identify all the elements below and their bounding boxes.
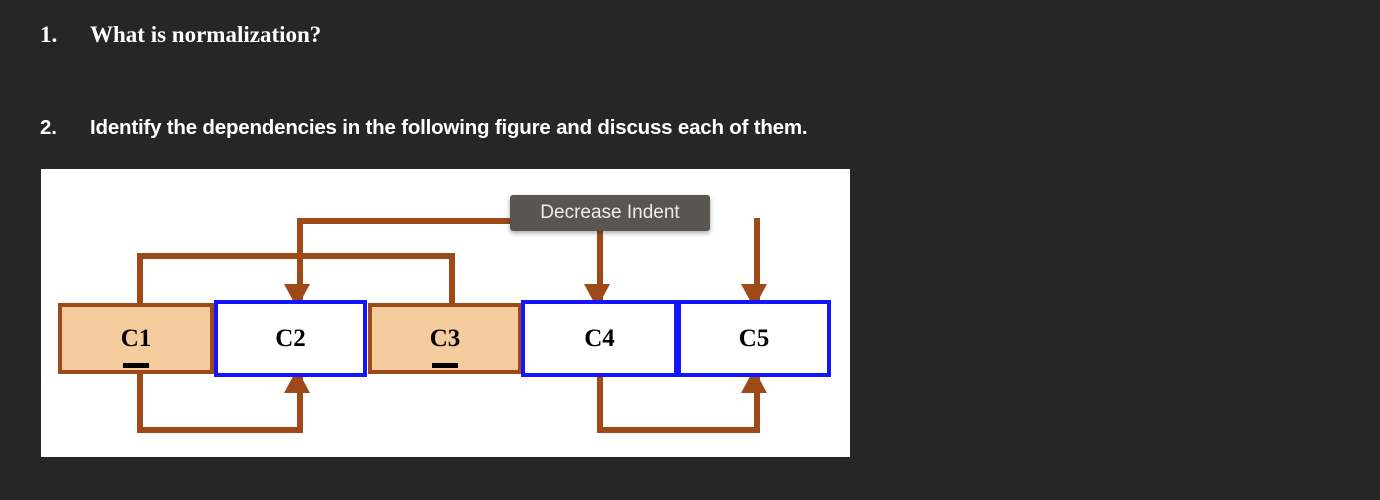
question-text: What is normalization? <box>90 22 322 47</box>
column-box-c2[interactable]: C2 <box>214 300 367 377</box>
connector-c3-riser <box>449 253 455 307</box>
connector-c4-to-c2-vertical <box>297 218 303 308</box>
column-label-c2: C2 <box>275 325 306 352</box>
column-label-c1: C1 <box>120 325 152 368</box>
tooltip-label: Decrease Indent <box>540 202 680 223</box>
connector-c4-to-c2-top-rail <box>297 218 647 224</box>
connector-c1-c3-rail <box>137 253 455 259</box>
connector-into-c4-vertical <box>597 218 603 308</box>
question-number: 2. <box>40 116 57 139</box>
connector-c5-up <box>754 367 760 431</box>
connector-c1-down <box>137 374 143 433</box>
column-box-c5[interactable]: C5 <box>677 300 831 377</box>
question-text: Identify the dependencies in the followi… <box>90 116 808 139</box>
connector-into-c5-vertical <box>754 218 760 308</box>
connector-c1-to-c2-bottom-rail <box>137 427 303 433</box>
column-label-c5: C5 <box>738 325 770 352</box>
column-label-c3: C3 <box>429 325 461 368</box>
column-label-c4: C4 <box>584 325 615 352</box>
dependency-figure: C1 C2 C3 C4 C5 Decrease Indent <box>41 169 850 457</box>
connector-c4-down <box>597 374 603 433</box>
column-box-c3[interactable]: C3 <box>368 303 522 374</box>
connector-c2-up <box>297 367 303 431</box>
connector-c4-to-c5-bottom-rail <box>597 427 760 433</box>
column-box-c1[interactable]: C1 <box>58 303 214 374</box>
tooltip-decrease-indent: Decrease Indent <box>510 195 710 231</box>
column-box-c4[interactable]: C4 <box>521 300 678 377</box>
question-number: 1. <box>40 22 58 47</box>
connector-c1-riser <box>137 253 143 307</box>
